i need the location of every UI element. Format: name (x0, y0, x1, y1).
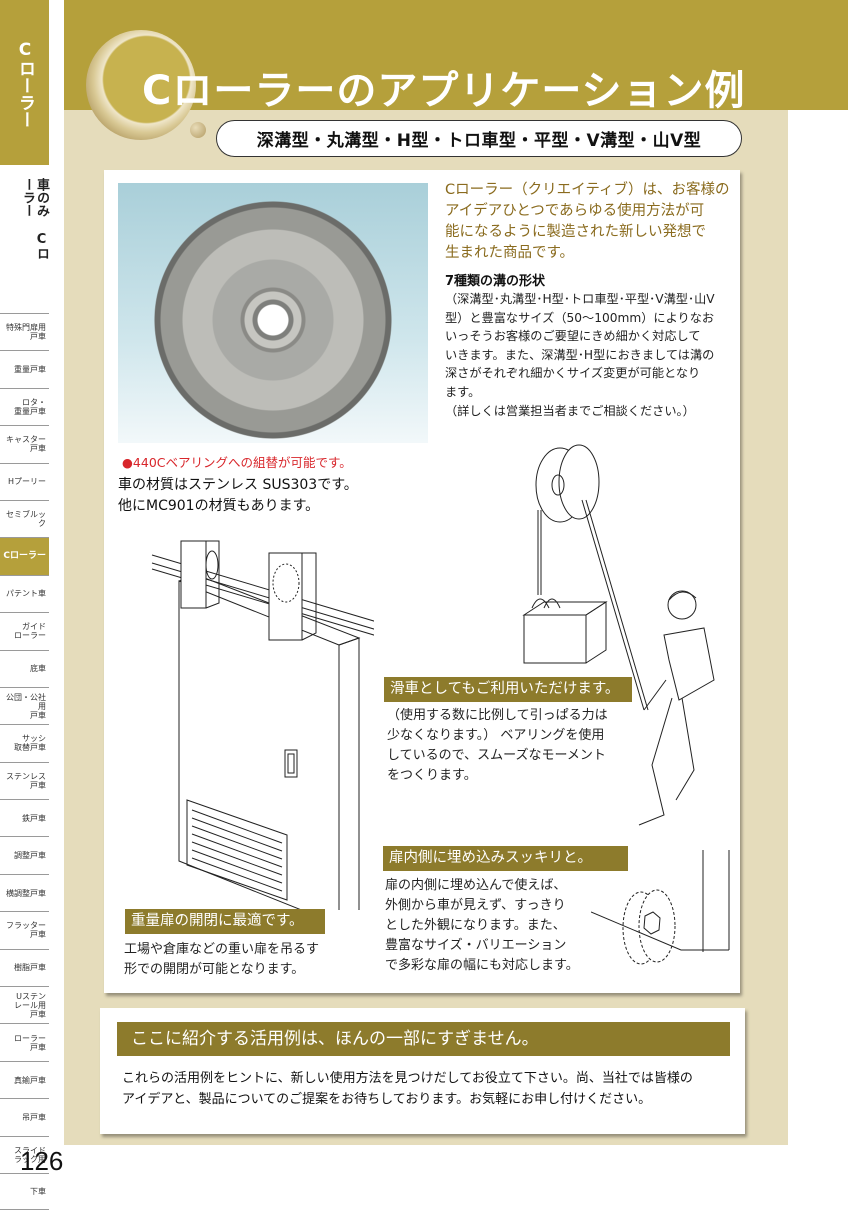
side-index-item[interactable]: 公団・公社用 戸車 (0, 686, 49, 724)
side-index-item[interactable]: スライド ラック用 (0, 1135, 49, 1173)
side-index-item[interactable]: 底車 (0, 649, 49, 687)
heavy-door-label: 重量扉の開閉に最適です。 (125, 909, 325, 934)
bearing-note: ●440Cベアリングへの組替が可能です。 (122, 455, 352, 470)
side-index-item[interactable]: ガイド ローラー (0, 612, 49, 649)
side-index-item[interactable]: 鉄戸車 (0, 799, 49, 836)
side-index-item[interactable]: 横調整戸車 (0, 873, 49, 911)
sliding-door-illustration (151, 540, 374, 910)
roller-ring-icon (86, 30, 196, 140)
footer-note-card: ここに紹介する活用例は、ほんの一部にすぎません。 これらの活用例をヒントに、新し… (100, 1008, 745, 1134)
groove-heading: 7種類の溝の形状 (445, 274, 546, 289)
side-index-item[interactable]: セミブルック (0, 499, 49, 537)
groove-types-pill: 深溝型・丸溝型・H型・トロ車型・平型・V溝型・山V型 (216, 120, 742, 157)
pulley-text: （使用する数に比例して引っぱる力は 少なくなります。） ベアリングを使用 してい… (387, 708, 608, 783)
side-index-item[interactable]: 樹脂戸車 (0, 948, 49, 986)
side-index-item[interactable]: フラッター 戸車 (0, 911, 49, 948)
side-index-item[interactable]: パテント車 (0, 574, 49, 612)
side-index-item[interactable]: 吊戸車 (0, 1098, 49, 1135)
category-label: 車のみ Cローラー (20, 178, 49, 260)
side-index-item[interactable]: Uステン レール用 戸車 (0, 986, 49, 1023)
footer-note-body: これらの活用例をヒントに、新しい使用方法を見つけだしてお役立て下さい。尚、当社で… (122, 1071, 693, 1107)
pulley-worker-illustration (522, 444, 715, 826)
side-index-item[interactable]: キャスター 戸車 (0, 425, 49, 462)
material-text: 車の材質はステンレス SUS303です。 他にMC901の材質もあります。 (118, 477, 358, 514)
side-index-item[interactable]: 真鍮戸車 (0, 1060, 49, 1098)
page-title: Cローラーのアプリケーション例 (142, 68, 746, 114)
side-index-item[interactable]: 下車 (0, 1172, 49, 1210)
heavy-door-text: 工場や倉庫などの重い扉を吊るす 形での開閉が可能となります。 (124, 942, 320, 977)
side-index-item-active[interactable]: Cローラー (0, 537, 49, 575)
side-index-item[interactable]: サッシ 取替戸車 (0, 724, 49, 761)
pulley-label: 滑車としてもご利用いただけます。 (384, 677, 632, 702)
side-index: 特殊門扉用 戸車 重量戸車 ロタ・ 重量戸車 キャスター 戸車 Hプーリー セミ… (0, 313, 49, 1210)
ring-dot-decoration (190, 122, 206, 138)
side-index-item[interactable]: ステンレス 戸車 (0, 761, 49, 799)
page-number: 126 (20, 1146, 64, 1176)
side-index-item[interactable]: 特殊門扉用 戸車 (0, 313, 49, 350)
side-index-item[interactable]: 調整戸車 (0, 836, 49, 873)
side-index-item[interactable]: ロタ・ 重量戸車 (0, 387, 49, 425)
roller-photo (118, 183, 428, 443)
side-index-item[interactable]: ローラー 戸車 (0, 1023, 49, 1060)
side-index-item[interactable]: Hプーリー (0, 462, 49, 500)
intro-lead: Cローラー（クリエイティブ）は、お客様の アイデアひとつであらゆる使用方法が可 … (445, 182, 730, 261)
groove-body: （深溝型･丸溝型･H型･トロ車型･平型･V溝型･山V 型）と豊富なサイズ（50～… (445, 292, 715, 418)
side-index-item[interactable]: 重量戸車 (0, 350, 49, 387)
stainless-wheel-image (154, 201, 392, 439)
applications-card: ●440Cベアリングへの組替が可能です。 車の材質はステンレス SUS303です… (104, 170, 740, 993)
inset-label: 扉内側に埋め込みスッキリと。 (383, 846, 628, 871)
footer-note-heading: ここに紹介する活用例は、ほんの一部にすぎません。 (117, 1022, 730, 1056)
inset-text: 扉の内側に埋め込んで使えば、 外側から車が見えず、すっきり とした外観になります… (385, 878, 579, 973)
section-tab-label: Cローラー (15, 40, 35, 128)
section-tab: Cローラー (0, 0, 49, 165)
inset-wheel-illustration (591, 850, 730, 965)
